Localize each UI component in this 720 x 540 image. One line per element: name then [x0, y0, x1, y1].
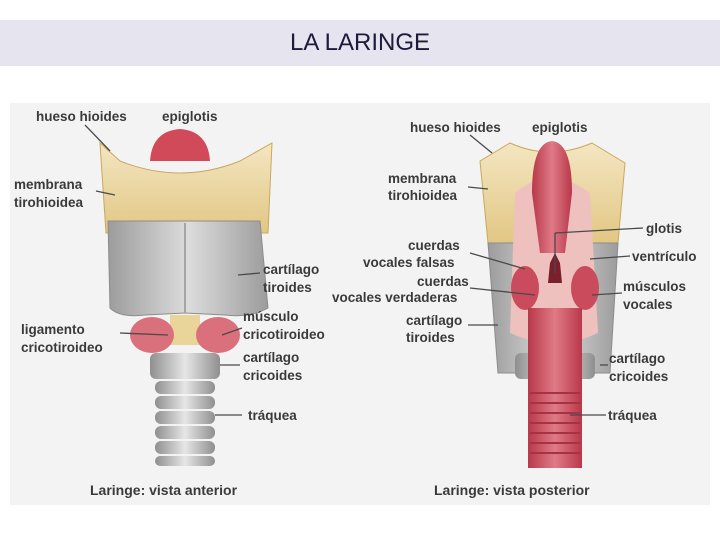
posterior-tiroides-label-2: tiroides: [406, 330, 455, 345]
epiglottis-shape: [150, 129, 210, 161]
posterior-tiroides-label-1: cartílago: [406, 313, 462, 328]
anterior-membrana-label-1: membrana: [14, 177, 83, 192]
posterior-cuerdas-verdaderas-label-1: cuerdas: [417, 274, 469, 289]
anterior-cartilago-tiroides-label-1: cartílago: [263, 262, 319, 277]
posterior-cuerdas-falsas-label-1: cuerdas: [408, 238, 460, 253]
posterior-epiglotis-label: epiglotis: [532, 120, 588, 135]
anterior-cartilago-tiroides-label-2: tiroides: [263, 280, 312, 295]
anterior-ligamento-label-2: cricotiroideo: [21, 340, 103, 355]
larynx-figure: hueso hioides epiglotis membrana tirohio…: [10, 103, 710, 505]
posterior-cuerdas-verdaderas-label-2: vocales verdaderas: [332, 290, 457, 305]
vocal-muscle-left: [511, 266, 539, 310]
trachea-rings: [155, 381, 215, 466]
posterior-musculos-label-1: músculos: [623, 279, 686, 294]
anterior-view: hueso hioides epiglotis membrana tirohio…: [14, 109, 325, 498]
anterior-traquea-label: tráquea: [248, 408, 297, 423]
posterior-caption: Laringe: vista posterior: [434, 482, 590, 498]
anterior-hueso-hioides-label: hueso hioides: [36, 109, 127, 124]
page-title: LA LARINGE: [0, 20, 720, 66]
title-bar: LA LARINGE: [0, 20, 720, 66]
anterior-musculo-label-2: cricotiroideo: [243, 327, 325, 342]
posterior-musculos-label-2: vocales: [623, 297, 673, 312]
posterior-glotis-label: glotis: [646, 221, 682, 236]
anterior-cricoides-label-2: cricoides: [243, 368, 302, 383]
larynx-illustration: hueso hioides epiglotis membrana tirohio…: [10, 103, 710, 505]
anterior-epiglotis-label: epiglotis: [162, 109, 218, 124]
vocal-muscle-right: [571, 266, 599, 310]
posterior-membrana-label-2: tirohioidea: [388, 188, 457, 203]
posterior-cricoides-label-1: cartílago: [609, 351, 665, 366]
anterior-ligamento-label-1: ligamento: [21, 322, 85, 337]
posterior-view: hueso hioides epiglotis membrana tirohio…: [332, 120, 697, 498]
anterior-membrana-label-2: tirohioidea: [14, 195, 83, 210]
posterior-trachea-rings: [530, 393, 580, 453]
anterior-caption: Laringe: vista anterior: [90, 482, 238, 498]
cricothyroid-muscle-right: [196, 317, 240, 353]
posterior-ventriculo-label: ventrículo: [632, 249, 697, 264]
anterior-musculo-label-1: músculo: [243, 309, 299, 324]
cricothyroid-ligament-shape: [170, 315, 200, 345]
thyroid-cartilage-shape: [108, 221, 268, 316]
cricoid-cartilage-shape: [150, 353, 220, 379]
posterior-membrana-label-1: membrana: [388, 171, 457, 186]
posterior-hueso-hioides-label: hueso hioides: [410, 120, 501, 135]
posterior-epiglottis-shape: [532, 141, 572, 253]
anterior-cricoides-label-1: cartílago: [243, 350, 299, 365]
posterior-traquea-label: tráquea: [608, 408, 657, 423]
posterior-cricoides-label-2: cricoides: [609, 369, 668, 384]
posterior-cuerdas-falsas-label-2: vocales falsas: [363, 255, 455, 270]
